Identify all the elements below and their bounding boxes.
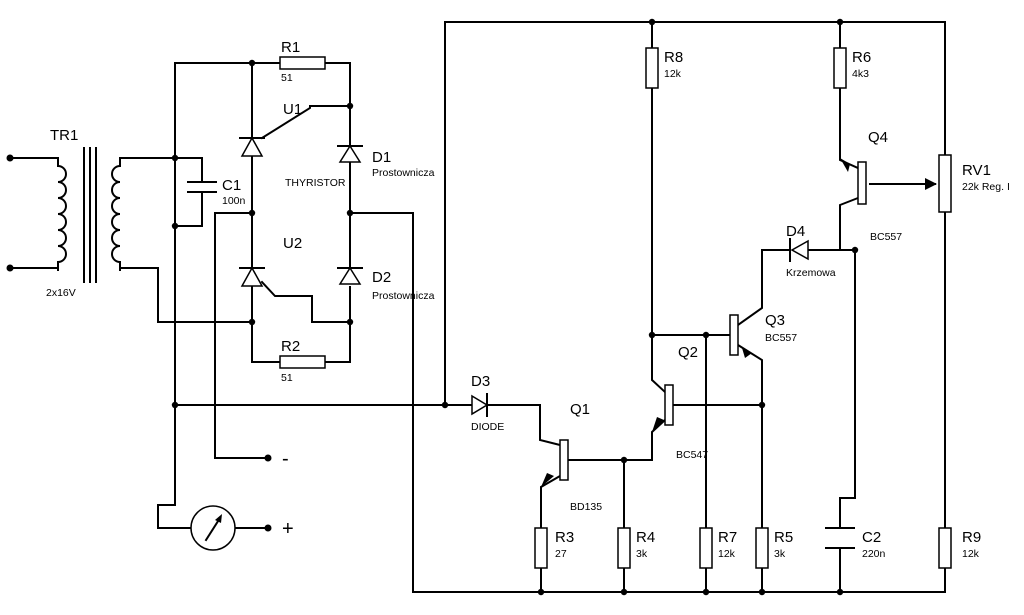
resistor-r2: R2 51 <box>279 338 326 384</box>
c1-value: 100n <box>222 195 246 207</box>
capacitor-c2: C2 220n <box>825 527 886 560</box>
r7-ref: R7 <box>718 529 737 546</box>
c2-value: 220n <box>862 548 886 560</box>
resistor-r9: R9 12k <box>938 527 981 569</box>
resistor-r8: R8 12k <box>645 47 683 89</box>
wires <box>9 21 946 593</box>
r3-value: 27 <box>555 548 567 560</box>
q2-value: BC547 <box>676 449 708 461</box>
thyristor-u1: U1 THYRISTOR <box>239 101 346 189</box>
rv1-value: 22k Reg. I <box>962 181 1010 193</box>
transistor-q2: Q2 BC547 <box>652 344 708 461</box>
r4-ref: R4 <box>636 529 655 546</box>
resistor-r1: R1 51 <box>279 39 326 84</box>
terminals: - + <box>6 154 294 540</box>
transistor-q1: Q1 BD135 <box>541 401 602 513</box>
r1-ref: R1 <box>281 39 300 56</box>
resistor-r4: R4 3k <box>617 527 655 569</box>
terminal-plus-label: + <box>282 518 294 540</box>
d1-value: Prostownicza <box>372 167 435 179</box>
r9-ref: R9 <box>962 529 981 546</box>
resistor-r3: R3 27 <box>534 527 574 569</box>
thyristor-u2: U2 <box>239 235 302 287</box>
d4-value: Krzemowa <box>786 267 836 279</box>
q4-value: BC557 <box>870 231 902 243</box>
r2-ref: R2 <box>281 338 300 355</box>
junctions <box>171 18 859 596</box>
rv1-ref: RV1 <box>962 162 991 179</box>
r6-ref: R6 <box>852 49 871 66</box>
resistor-r6: R6 4k3 <box>833 47 871 89</box>
d3-value: DIODE <box>471 421 504 433</box>
tr1-ref: TR1 <box>50 127 78 144</box>
q1-value: BD135 <box>570 501 602 513</box>
d1-ref: D1 <box>372 149 391 166</box>
d2-ref: D2 <box>372 269 391 286</box>
q1-ref: Q1 <box>570 401 590 418</box>
q3-value: BC557 <box>765 332 797 344</box>
diode-d4: D4 Krzemowa <box>786 223 836 279</box>
potentiometer-rv1: RV1 22k Reg. I <box>925 154 1010 213</box>
d3-ref: D3 <box>471 373 490 390</box>
q2-ref: Q2 <box>678 344 698 361</box>
transformer-tr1: TR1 2x16V <box>46 127 121 299</box>
r8-value: 12k <box>664 68 682 80</box>
d4-ref: D4 <box>786 223 805 240</box>
r4-value: 3k <box>636 548 648 560</box>
r3-ref: R3 <box>555 529 574 546</box>
r1-value: 51 <box>281 72 293 84</box>
q4-ref: Q4 <box>868 129 888 146</box>
u1-value: THYRISTOR <box>285 177 346 189</box>
r9-value: 12k <box>962 548 980 560</box>
r2-value: 51 <box>281 372 293 384</box>
u1-ref: U1 <box>283 101 302 118</box>
c1-ref: C1 <box>222 177 241 194</box>
diode-d2: D2 Prostownicza <box>337 266 435 302</box>
transistor-q3: Q3 BC557 <box>729 312 797 358</box>
u2-ref: U2 <box>283 235 302 252</box>
capacitor-c1: C1 100n <box>187 177 246 207</box>
diode-d3: D3 DIODE <box>471 373 504 433</box>
c2-ref: C2 <box>862 529 881 546</box>
ammeter <box>190 505 236 551</box>
tr1-value: 2x16V <box>46 287 76 299</box>
transistor-q4: Q4 BC557 <box>840 129 902 243</box>
r5-value: 3k <box>774 548 786 560</box>
resistor-r5: R5 3k <box>755 527 793 569</box>
q3-ref: Q3 <box>765 312 785 329</box>
r5-ref: R5 <box>774 529 793 546</box>
r6-value: 4k3 <box>852 68 869 80</box>
terminal-minus-label: - <box>282 448 289 470</box>
resistor-r7: R7 12k <box>699 527 737 569</box>
r8-ref: R8 <box>664 49 683 66</box>
d2-value: Prostownicza <box>372 290 435 302</box>
diode-d1: D1 Prostownicza <box>337 144 435 179</box>
r7-value: 12k <box>718 548 736 560</box>
